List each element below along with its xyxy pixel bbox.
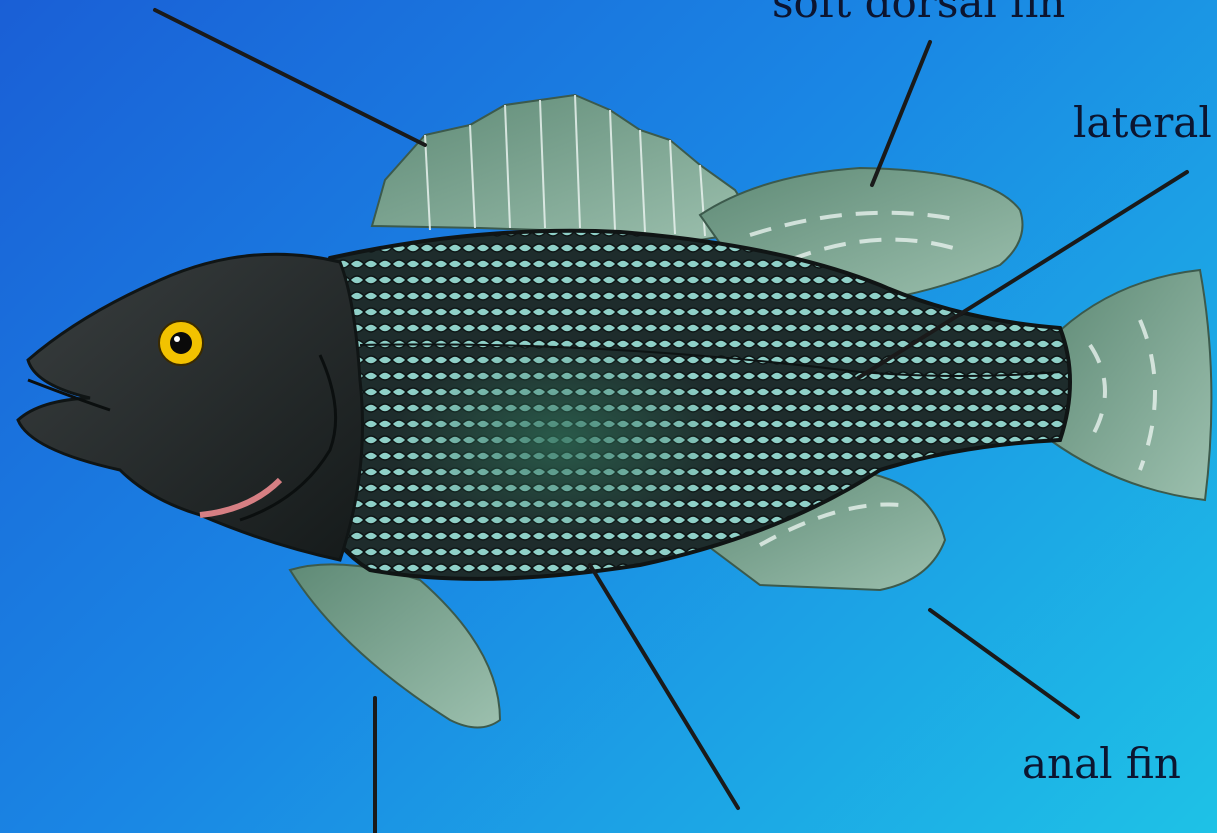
leader-line-belly bbox=[590, 565, 738, 808]
caudal-fin bbox=[1050, 270, 1211, 500]
fish-head bbox=[18, 254, 363, 560]
leader-line-anal bbox=[930, 610, 1078, 717]
label-lateral-line: lateral bbox=[1073, 102, 1212, 144]
leader-line-soft-dorsal bbox=[872, 42, 930, 185]
pelvic-fin bbox=[290, 564, 500, 727]
label-soft-dorsal-fin: soft dorsal fin bbox=[772, 0, 1065, 24]
label-anal-fin: anal fin bbox=[1022, 743, 1181, 785]
leader-line-spiny-dorsal bbox=[155, 10, 425, 145]
